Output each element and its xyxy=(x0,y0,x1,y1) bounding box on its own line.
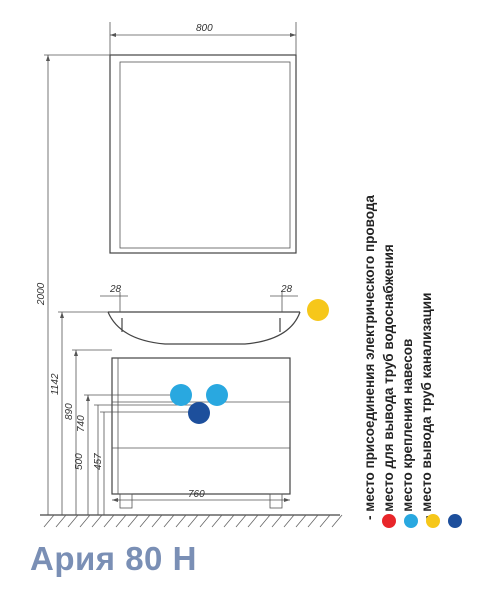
dim-800: 800 xyxy=(196,23,213,34)
dim-28-left: 28 xyxy=(109,284,122,295)
water-pipe-marker-right xyxy=(206,384,228,406)
floor-hatching xyxy=(43,514,343,528)
legend-dot-red xyxy=(382,514,396,528)
legend-item-water: - место для вывода труб водоснабжения xyxy=(381,244,396,520)
product-title: Ария 80 Н xyxy=(30,540,197,577)
dim-2000: 2000 xyxy=(36,282,47,306)
legend-dot-darkblue xyxy=(448,514,462,528)
electric-connection-marker xyxy=(307,299,329,321)
mirror-cabinet-inner xyxy=(119,61,291,249)
mirror-cabinet-outer xyxy=(109,54,297,254)
dim-760: 760 xyxy=(188,489,205,500)
legend-item-electric: - место присоединения электрического про… xyxy=(362,195,377,520)
dim-500: 500 xyxy=(74,453,85,470)
dim-890: 890 xyxy=(64,403,75,420)
legend-item-mounting: - место крепления навесов xyxy=(400,338,415,520)
dim-740: 740 xyxy=(76,415,87,432)
legend-item-sewer: - место вывода труб канализации xyxy=(419,292,434,520)
dim-457: 457 xyxy=(93,453,104,470)
dim-1142: 1142 xyxy=(50,373,61,395)
dim-28-right: 28 xyxy=(280,284,293,295)
legend-color-dots xyxy=(376,514,476,532)
legend-dot-yellow xyxy=(426,514,440,528)
sewer-pipe-marker xyxy=(188,402,210,424)
legend-dot-lightblue xyxy=(404,514,418,528)
water-pipe-marker-left xyxy=(170,384,192,406)
vanity-body xyxy=(111,357,291,495)
legend: - место присоединения электрического про… xyxy=(360,86,470,520)
